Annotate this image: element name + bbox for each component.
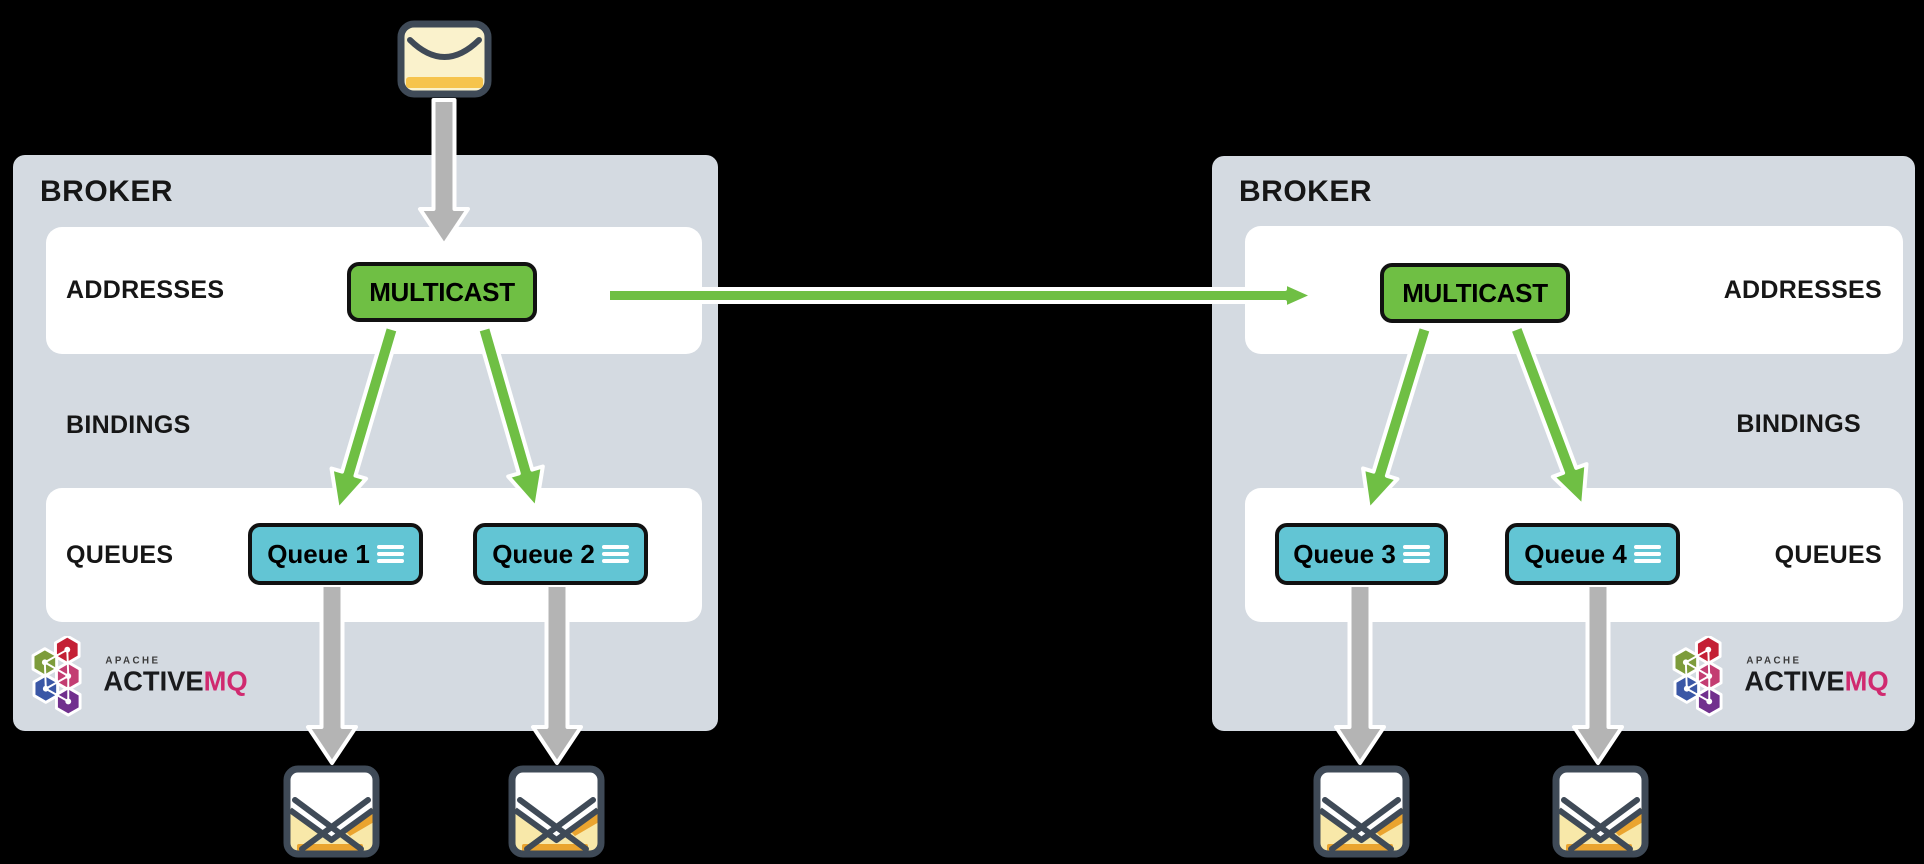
activemq-hexagon-cluster-icon: APACHE ACTIVEMQ (31, 634, 248, 717)
queue-label: Queue 3 (1293, 539, 1396, 569)
logo-activemq-text: ACTIVEMQ (1744, 666, 1888, 697)
queue-label: Queue 2 (492, 539, 595, 569)
logo-mq-text: MQ (1845, 666, 1889, 697)
addresses-row: ADDRESSES (1245, 226, 1903, 354)
queues-label: QUEUES (1774, 540, 1882, 569)
queues-label: QUEUES (66, 540, 174, 569)
multicast-label: MULTICAST (1402, 278, 1548, 308)
queue-label: Queue 4 (1524, 539, 1627, 569)
multicast-address-node: MULTICAST (347, 262, 537, 322)
activemq-logo: APACHE ACTIVEMQ (1664, 634, 1899, 723)
queue-node-2: Queue 2 (473, 523, 648, 585)
multicast-label: MULTICAST (369, 277, 515, 307)
hamburger-lines-icon (1633, 545, 1661, 563)
consumer-envelope-icon-1 (283, 765, 380, 863)
consumer-envelope-icon-3 (1313, 765, 1410, 863)
queue-label: Queue 1 (267, 539, 370, 569)
logo-mq-text: MQ (204, 666, 248, 697)
logo-apache-text: APACHE (1746, 655, 1801, 666)
hamburger-lines-icon (376, 545, 404, 563)
activemq-hexagon-cluster-icon: APACHE ACTIVEMQ (1672, 634, 1889, 717)
bindings-label: BINDINGS (1736, 410, 1861, 438)
hamburger-lines-icon (1402, 545, 1430, 563)
consumer-envelope-icon-4 (1552, 765, 1649, 863)
broker-right: BROKER ADDRESSES BINDINGS QUEUES MULTICA… (1212, 156, 1915, 731)
multicast-address-node: MULTICAST (1380, 263, 1570, 323)
addresses-label: ADDRESSES (66, 276, 225, 304)
queue-node-4: Queue 4 (1505, 523, 1680, 585)
broker-title: BROKER (40, 175, 174, 208)
logo-active-text: ACTIVE (1744, 666, 1844, 697)
activemq-logo: APACHE ACTIVEMQ (23, 634, 258, 723)
logo-apache-text: APACHE (105, 655, 160, 666)
logo-active-text: ACTIVE (103, 666, 203, 697)
logo-activemq-text: ACTIVEMQ (103, 666, 247, 697)
hamburger-lines-icon (601, 545, 629, 563)
queue-node-3: Queue 3 (1275, 523, 1448, 585)
producer-message-envelope-icon (397, 20, 492, 103)
queue-node-1: Queue 1 (248, 523, 423, 585)
addresses-label: ADDRESSES (1723, 275, 1882, 304)
broker-left: BROKER ADDRESSES BINDINGS QUEUES MULTICA… (13, 155, 718, 731)
consumer-envelope-icon-2 (508, 765, 605, 863)
broker-title: BROKER (1239, 175, 1373, 208)
bindings-label: BINDINGS (66, 411, 191, 439)
